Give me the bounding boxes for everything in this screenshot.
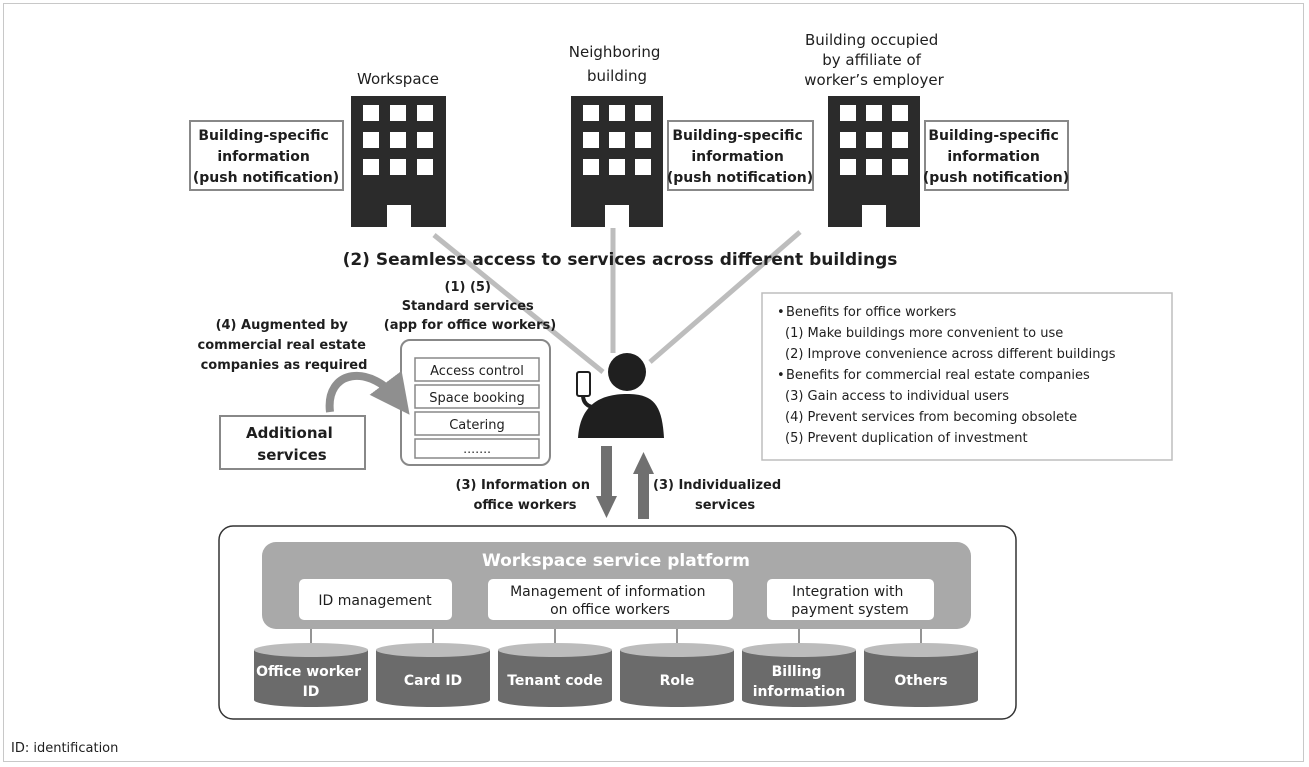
database-label: Office worker ID: [256, 664, 366, 700]
benefits-box: • Benefits for office workers (1) Make b…: [761, 292, 1173, 461]
individualized-services-label: (3) Individualized services: [653, 478, 786, 513]
info-box: [189, 120, 344, 191]
module-label: ID management: [318, 593, 432, 609]
standard-services-panel: Access control Space booking Catering ………: [400, 339, 551, 466]
service-item: [414, 357, 540, 382]
benefit-item: (1) Make buildings more convenient to us…: [785, 326, 1063, 341]
info-box-label: Building-specific information (push noti…: [193, 128, 339, 186]
smartphone-icon: [576, 371, 591, 397]
building-windows: [840, 105, 908, 227]
connector-affiliate: [648, 230, 802, 364]
service-item-label: Access control: [430, 364, 524, 379]
database-label: Card ID: [404, 673, 462, 689]
info-box: [667, 120, 814, 191]
seamless-access-label: (2) Seamless access to services across d…: [343, 250, 898, 270]
building-neighboring: Neighboring building Building-specific i…: [569, 43, 814, 227]
bullet-icon: •: [777, 305, 785, 320]
database-role: Role: [620, 643, 734, 707]
augmented-label: (4) Augmented by commercial real estate …: [198, 318, 371, 373]
service-item-label: …….: [463, 442, 491, 456]
figure-frame: [3, 3, 1304, 762]
benefit-item: (3) Gain access to individual users: [785, 389, 1009, 404]
info-box-label: Building-specific information (push noti…: [923, 128, 1069, 186]
benefit-item: (4) Prevent services from becoming obsol…: [785, 410, 1077, 425]
database-others: Others: [864, 643, 978, 707]
service-item: [414, 384, 540, 409]
info-box-label: Building-specific information (push noti…: [667, 128, 813, 186]
benefits-heading-companies: Benefits for commercial real estate comp…: [786, 368, 1090, 383]
connector-workspace: [432, 233, 605, 374]
service-item-label: Catering: [449, 418, 505, 433]
info-on-workers-label: (3) Information on office workers: [456, 478, 595, 513]
database-connectors: [310, 629, 922, 644]
database-card-id: Card ID: [376, 643, 490, 707]
down-arrow: [596, 446, 617, 518]
database-label: Role: [660, 673, 695, 689]
module-worker-info-management: [488, 579, 733, 620]
database-label: Tenant code: [507, 673, 603, 689]
building-windows: [363, 105, 433, 227]
benefit-item: (5) Prevent duplication of investment: [785, 431, 1028, 446]
standard-services-heading: (1) (5) Standard services (app for offic…: [384, 280, 556, 333]
benefits-heading-office-workers: Benefits for office workers: [786, 305, 956, 320]
bullet-icon: •: [777, 368, 785, 383]
additional-services-label: Additional services: [246, 424, 338, 464]
benefit-item: (2) Improve convenience across different…: [785, 347, 1116, 362]
database-label: Others: [894, 673, 947, 689]
building-workspace: Workspace Building-specific information …: [189, 70, 446, 227]
module-label: Integration with payment system: [791, 584, 908, 618]
info-box: [924, 120, 1069, 191]
platform-title: Workspace service platform: [482, 551, 750, 571]
database-office-worker-id: Office worker ID: [254, 643, 368, 707]
module-label: Management of information on office work…: [510, 584, 710, 618]
building-affiliate: Building occupied by affiliate of worker…: [804, 31, 1069, 227]
building-windows: [583, 105, 651, 227]
office-worker-person-icon: [576, 353, 664, 438]
footnote: ID: identification: [11, 741, 118, 756]
additional-services-box: [219, 415, 366, 470]
database-billing-information: Billing information: [742, 643, 856, 707]
module-payment-integration: [767, 579, 934, 620]
service-item: [414, 411, 540, 436]
database-tenant-code: Tenant code: [498, 643, 612, 707]
up-arrow: [633, 452, 654, 519]
building-label: Building occupied by affiliate of worker…: [804, 31, 944, 89]
building-label: Neighboring building: [569, 43, 666, 85]
database-label: Billing information: [753, 664, 846, 700]
building-label: Workspace: [357, 70, 439, 88]
module-id-management: [299, 579, 452, 620]
service-item: [414, 438, 540, 459]
curved-arrow: [325, 370, 410, 415]
service-item-label: Space booking: [429, 391, 525, 406]
